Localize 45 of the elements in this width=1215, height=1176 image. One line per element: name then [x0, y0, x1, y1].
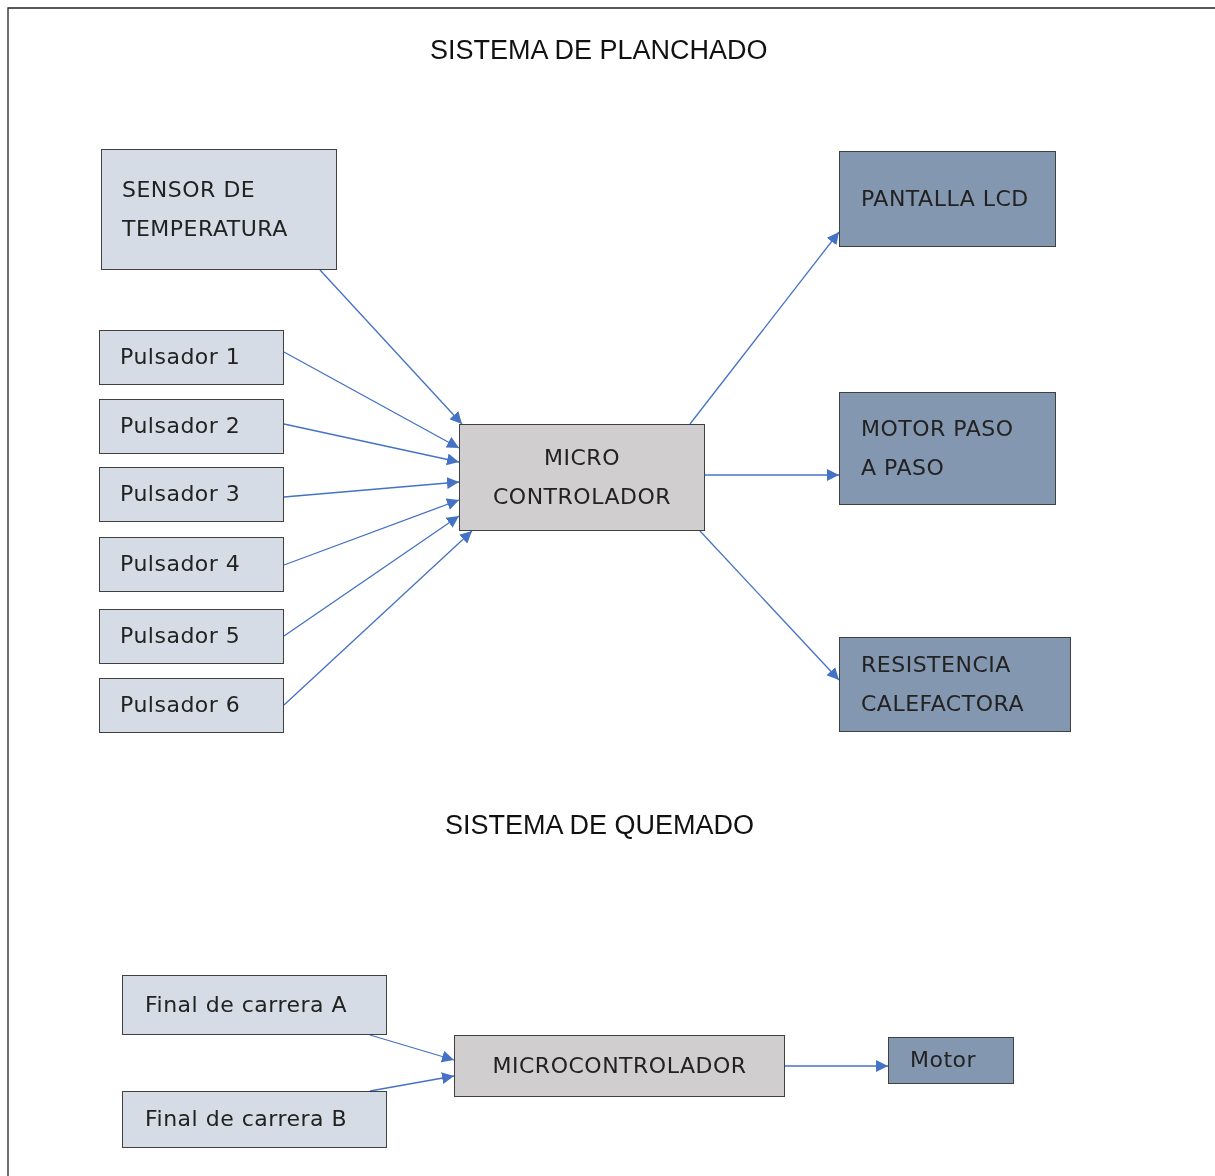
arrow [319, 269, 463, 425]
process-box [839, 637, 1071, 732]
process-box [839, 151, 1056, 247]
box-label: Motor [910, 1046, 977, 1075]
box-label: MICRO CONTROLADOR [492, 444, 672, 511]
process-box [454, 1035, 785, 1097]
diagram-title: SISTEMA DE PLANCHADO [430, 35, 768, 66]
process-box [888, 1037, 1014, 1084]
arrow [283, 423, 460, 466]
arrow [283, 498, 460, 566]
section-heading: SISTEMA DE QUEMADO [445, 810, 755, 841]
process-box [101, 149, 337, 270]
box-label: Pulsador 1 [120, 343, 241, 372]
box-label: MOTOR PASO A PASO [861, 415, 1015, 482]
box-label: Pulsador 3 [120, 480, 241, 509]
box-label: MICROCONTROLADOR [492, 1051, 747, 1080]
process-box [99, 330, 284, 385]
box-label: Final de carrera B [145, 1105, 348, 1134]
arrow [283, 530, 473, 706]
arrow [699, 530, 840, 681]
box-label: Pulsador 2 [120, 412, 241, 441]
arrow [283, 351, 460, 449]
box-label: SENSOR DE TEMPERATURA [122, 176, 289, 243]
arrow [283, 477, 460, 498]
arrow [283, 515, 460, 637]
process-box [122, 975, 387, 1035]
arrow [704, 469, 840, 481]
box-label: PANTALLA LCD [861, 184, 1029, 213]
box-label: RESISTENCIA CALEFACTORA [861, 651, 1025, 718]
process-box [99, 609, 284, 664]
arrow [369, 1034, 455, 1063]
process-box [122, 1091, 387, 1148]
box-label: Final de carrera A [145, 990, 348, 1019]
process-box [839, 392, 1056, 505]
process-box [99, 537, 284, 592]
box-label: Pulsador 5 [120, 622, 241, 651]
process-box [99, 399, 284, 454]
box-label: Pulsador 4 [120, 550, 241, 579]
arrow [689, 231, 840, 425]
arrow [369, 1072, 455, 1092]
arrow [784, 1060, 889, 1072]
process-box [99, 467, 284, 522]
process-box [459, 424, 705, 531]
process-box [99, 678, 284, 733]
box-label: Pulsador 6 [120, 691, 241, 720]
